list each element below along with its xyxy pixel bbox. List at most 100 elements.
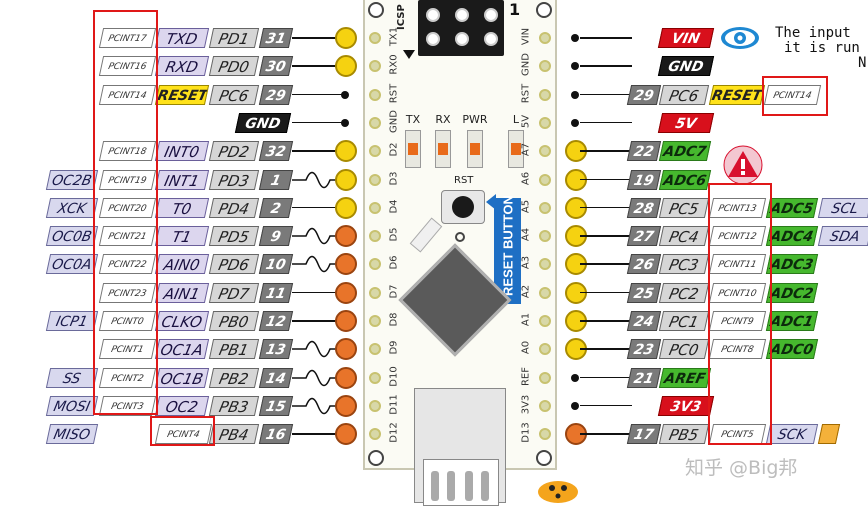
alt-function-label-text: OC2B [50, 172, 94, 189]
board-pin-icon [369, 201, 381, 214]
analog-label-text: ADC6 [661, 172, 708, 189]
board-pin-icon [369, 230, 381, 243]
highlight-box-right-pcint [708, 183, 772, 445]
pin-number-label: 12 [258, 311, 294, 331]
pin-line [292, 93, 342, 96]
pin-line [580, 178, 632, 180]
function-label-text: INT1 [162, 171, 201, 190]
board-silk-right-text: A0 [520, 341, 532, 355]
note-line-2: it is run [784, 40, 860, 56]
pin-number-label-text: 12 [264, 314, 288, 330]
reset-button-cap[interactable] [452, 196, 474, 218]
led-label: RX [425, 113, 461, 126]
pin-dot-icon [571, 401, 579, 410]
pin-number-label-text: 22 [632, 144, 656, 161]
board-pin-icon [369, 258, 381, 271]
pin-number-label: 2 [258, 197, 294, 218]
power-label: GND [657, 56, 715, 77]
alt-function-label: SCL [817, 197, 868, 218]
port-label-text: PB4 [217, 426, 251, 445]
pin-number-label: 19 [626, 169, 662, 190]
rst-label: RST [454, 175, 474, 186]
port-label: PC5 [658, 197, 710, 218]
analog-label-text: ADC2 [768, 285, 815, 302]
function-label-text: T0 [170, 199, 194, 218]
board-silk-left-text: D2 [388, 142, 400, 157]
pin-line [580, 348, 632, 350]
port-label: PC3 [658, 254, 710, 275]
pin-number-label-text: 29 [264, 87, 288, 104]
pin1-arrow-icon [403, 50, 415, 59]
analog-label-text: ADC4 [768, 229, 815, 246]
alt-function-label-text: XCK [55, 200, 88, 217]
function-label: RXD [154, 56, 210, 77]
alt-function-label-text: SS [61, 370, 83, 387]
pin-line [580, 433, 632, 435]
led-label: TX [395, 113, 431, 126]
board-silk-left-text: D8 [388, 312, 400, 327]
board-pin-icon [539, 428, 551, 441]
board-pin-icon [369, 371, 381, 384]
pin-number-label-text: 31 [264, 31, 288, 47]
reset-button[interactable] [441, 190, 485, 224]
function-label-text: AIN1 [162, 284, 202, 303]
board-pin-icon [369, 116, 381, 129]
pin-number-label-text: 19 [632, 172, 656, 189]
digital-pin-icon [335, 196, 357, 219]
pwm-wave-icon [292, 256, 342, 273]
highlight-box-left-pcint [93, 10, 158, 415]
port-label-text: PD3 [216, 171, 251, 190]
function-label: OC1B [154, 367, 210, 388]
analog-label-text: ADC1 [768, 314, 815, 330]
board-silk-right-text: A1 [520, 312, 532, 327]
board-silk-right-text: 5V [520, 114, 532, 128]
highlight-box-left-pcint4 [150, 416, 215, 446]
pwm-wave-icon [292, 369, 342, 386]
board-silk-left-text: RX0 [388, 54, 400, 75]
analog-label: ADC2 [765, 282, 819, 303]
port-label-text: PD4 [216, 199, 251, 218]
analog-label: AREF [658, 367, 712, 388]
alt-function-label-text: SCL [829, 200, 860, 217]
power-label-text: 5V [673, 115, 698, 132]
port-label-text: PB0 [217, 313, 251, 331]
board-pin-icon [539, 315, 551, 327]
pin-number-label-text: 14 [264, 370, 288, 387]
alt-function-label-text: SCK [776, 427, 808, 444]
bug-logo-icon [536, 474, 580, 503]
alt-function-label: OC0B [45, 226, 99, 247]
alt-function-label: ICP1 [45, 311, 99, 331]
port-label-text: PB2 [217, 369, 251, 388]
analog-label-text: ADC7 [661, 144, 708, 161]
pin-line [580, 320, 632, 322]
port-label-text: PC0 [667, 341, 701, 360]
led-icon [511, 143, 521, 155]
board-silk-left-text: D5 [388, 227, 400, 242]
led-icon [470, 143, 480, 155]
board-silk-right-text: RST [520, 83, 532, 103]
function-label: OC1A [154, 339, 210, 360]
power-label: VIN [657, 28, 715, 48]
port-label-text: PB5 [667, 426, 701, 445]
pin-number-label: 9 [258, 226, 294, 247]
function-label-text: OC1A [158, 341, 205, 360]
pin-number-label: 24 [626, 311, 662, 331]
function-label-text: CLKO [159, 313, 204, 331]
function-label-text: OC1B [158, 369, 205, 388]
pwm-pin-icon [335, 394, 357, 417]
pin-number-label-text: 9 [269, 229, 283, 246]
pin-line [292, 206, 342, 209]
note-line-1: The input [775, 25, 851, 41]
led-icon [408, 143, 418, 155]
function-label: T0 [154, 197, 210, 218]
analog-label: ADC7 [658, 141, 712, 162]
callout-arrow-icon [486, 194, 496, 210]
board-silk-right-text: A3 [520, 256, 532, 270]
board-pin-icon [539, 116, 551, 129]
pin-line [580, 121, 632, 124]
highlight-box-right-pcint14 [762, 76, 828, 116]
function-label: OC2 [154, 395, 210, 416]
pin-line [292, 121, 342, 124]
board-silk-right-text: A6 [520, 171, 532, 185]
port-label: PD4 [208, 197, 260, 218]
